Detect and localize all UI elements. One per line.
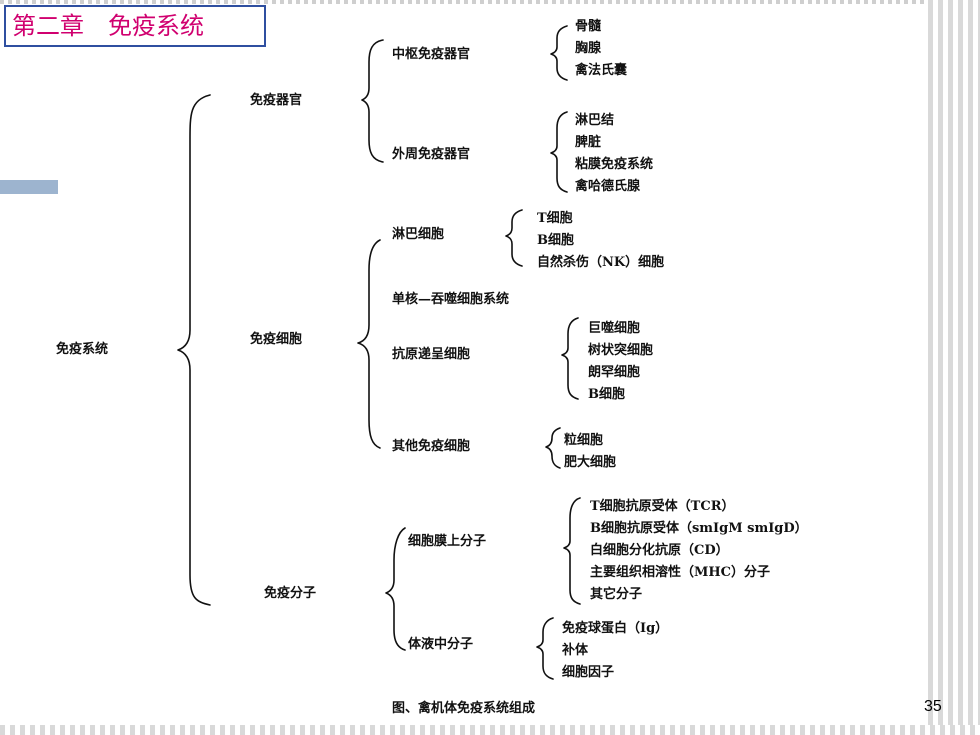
brace-fluid-molecules	[536, 617, 554, 680]
top-border-stripe	[0, 0, 980, 4]
brace-lymphocytes	[505, 209, 523, 267]
node-mononuclear: 单核—吞噬细胞系统	[392, 291, 509, 307]
page-number: 35	[924, 698, 942, 715]
leaf-other-1: 肥大细胞	[564, 454, 616, 470]
node-root: 免疫系统	[56, 341, 108, 357]
leaf-central-2: 禽法氏囊	[574, 62, 628, 78]
leaf-membrane-1: B细胞抗原受体（smIgM smIgD）	[590, 520, 808, 536]
node-apc: 抗原递呈细胞	[392, 346, 470, 362]
bottom-border-stripe	[0, 725, 980, 735]
right-border-stripe	[928, 0, 980, 735]
leaf-fluid-2: 细胞因子	[562, 664, 614, 680]
leaf-membrane-0: T细胞抗原受体（TCR）	[590, 498, 735, 514]
brace-root	[177, 94, 211, 606]
brace-peripheral-organs	[550, 111, 568, 193]
node-peripheral-organs: 外周免疫器官	[391, 146, 470, 162]
leaf-peripheral-2: 粘膜免疫系统	[574, 156, 653, 172]
leaf-apc-2: 朗罕细胞	[588, 364, 640, 380]
node-lymphocytes: 淋巴细胞	[392, 226, 444, 242]
leaf-central-1: 胸腺	[575, 40, 602, 56]
leaf-membrane-2: 白细胞分化抗原（CD）	[590, 542, 729, 558]
leaf-peripheral-0: 淋巴结	[575, 112, 614, 128]
leaf-peripheral-1: 脾脏	[575, 134, 601, 150]
brace-membrane-molecules	[563, 497, 581, 605]
node-immune-cells: 免疫细胞	[250, 331, 302, 347]
leaf-apc-3: B细胞	[588, 386, 625, 402]
node-fluid-molecules: 体液中分子	[408, 636, 473, 652]
node-immune-molecules: 免疫分子	[264, 585, 316, 601]
leaf-lymphocytes-0: T细胞	[537, 210, 573, 226]
leaf-membrane-3: 主要组织相溶性（MHC）分子	[590, 564, 770, 580]
diagram-caption: 图、禽机体免疫系统组成	[392, 700, 535, 716]
leaf-membrane-4: 其它分子	[590, 586, 642, 602]
left-accent-bar	[0, 180, 58, 194]
leaf-apc-0: 巨噬细胞	[588, 320, 640, 336]
node-other-cells: 其他免疫细胞	[392, 438, 470, 454]
brace-central-organs	[550, 25, 568, 81]
slide-title: 第二章 免疫系统	[4, 5, 266, 47]
leaf-fluid-1: 补体	[561, 642, 589, 658]
leaf-peripheral-3: 禽哈德氏腺	[574, 178, 641, 194]
node-immune-organs: 免疫器官	[250, 92, 302, 108]
tree-braces	[177, 25, 581, 680]
leaf-lymphocytes-1: B细胞	[537, 232, 574, 248]
node-membrane-molecules: 细胞膜上分子	[408, 533, 486, 549]
leaf-apc-1: 树状突细胞	[588, 342, 653, 358]
brace-immune-cells	[357, 239, 381, 449]
leaf-fluid-0: 免疫球蛋白（Ig）	[562, 620, 668, 636]
brace-other-cells	[545, 427, 561, 469]
leaf-other-0: 粒细胞	[564, 432, 603, 448]
brace-immune-molecules	[385, 527, 406, 651]
brace-apc	[561, 317, 579, 400]
node-central-organs: 中枢免疫器官	[392, 46, 470, 62]
leaf-central-0: 骨髓	[575, 18, 602, 34]
leaf-lymphocytes-2: 自然杀伤（NK）细胞	[537, 254, 664, 270]
brace-immune-organs	[361, 39, 384, 163]
